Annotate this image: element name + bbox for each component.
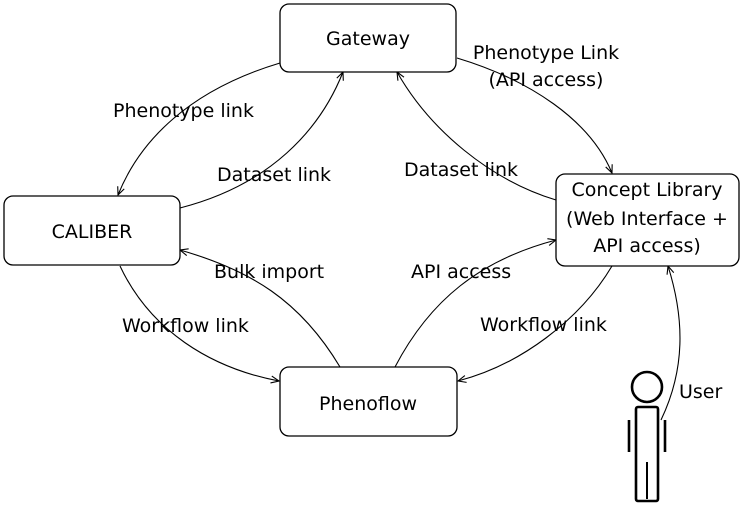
user-actor-icon xyxy=(627,370,667,503)
edge-label-gateway-to-concept-library-line-2: (API access) xyxy=(489,69,604,91)
edge-label-caliber-to-phenoflow: Workflow link xyxy=(122,315,249,337)
edge-label-gateway-to-caliber: Phenotype link xyxy=(113,100,254,122)
edge-concept-library-to-gateway xyxy=(397,72,557,201)
edge-user-to-concept-library xyxy=(660,266,681,421)
edge-concept-library-to-phenoflow xyxy=(458,265,613,381)
node-gateway-label: Gateway xyxy=(326,28,410,50)
node-caliber-label: CALIBER xyxy=(52,221,133,243)
node-gateway: Gateway xyxy=(279,3,457,73)
node-concept-library-line-2: (Web Interface + xyxy=(566,208,728,230)
edge-gateway-to-concept-library xyxy=(456,57,612,173)
edge-label-concept-library-to-gateway: Dataset link xyxy=(404,159,518,181)
edge-label-phenoflow-to-caliber: Bulk import xyxy=(214,261,324,283)
edge-phenoflow-to-concept-library xyxy=(394,240,556,368)
node-phenoflow-label: Phenoflow xyxy=(319,393,417,415)
edge-label-gateway-to-concept-library-line-1: Phenotype Link xyxy=(473,42,619,64)
edge-gateway-to-caliber xyxy=(118,62,281,195)
edge-caliber-to-phenoflow xyxy=(119,265,279,381)
edge-label-concept-library-to-phenoflow: Workflow link xyxy=(480,314,607,336)
edge-caliber-to-gateway xyxy=(179,72,343,209)
node-concept-library-line-3: API access) xyxy=(593,235,701,257)
edge-label-user: User xyxy=(679,381,722,403)
node-concept-library: Concept Library (Web Interface + API acc… xyxy=(555,173,740,267)
node-phenoflow: Phenoflow xyxy=(279,366,458,437)
node-concept-library-line-1: Concept Library xyxy=(571,179,722,201)
edge-label-phenoflow-to-concept-library: API access xyxy=(411,261,511,283)
edge-phenoflow-to-caliber xyxy=(180,250,341,368)
node-caliber: CALIBER xyxy=(3,195,181,266)
edge-label-caliber-to-gateway: Dataset link xyxy=(217,164,331,186)
